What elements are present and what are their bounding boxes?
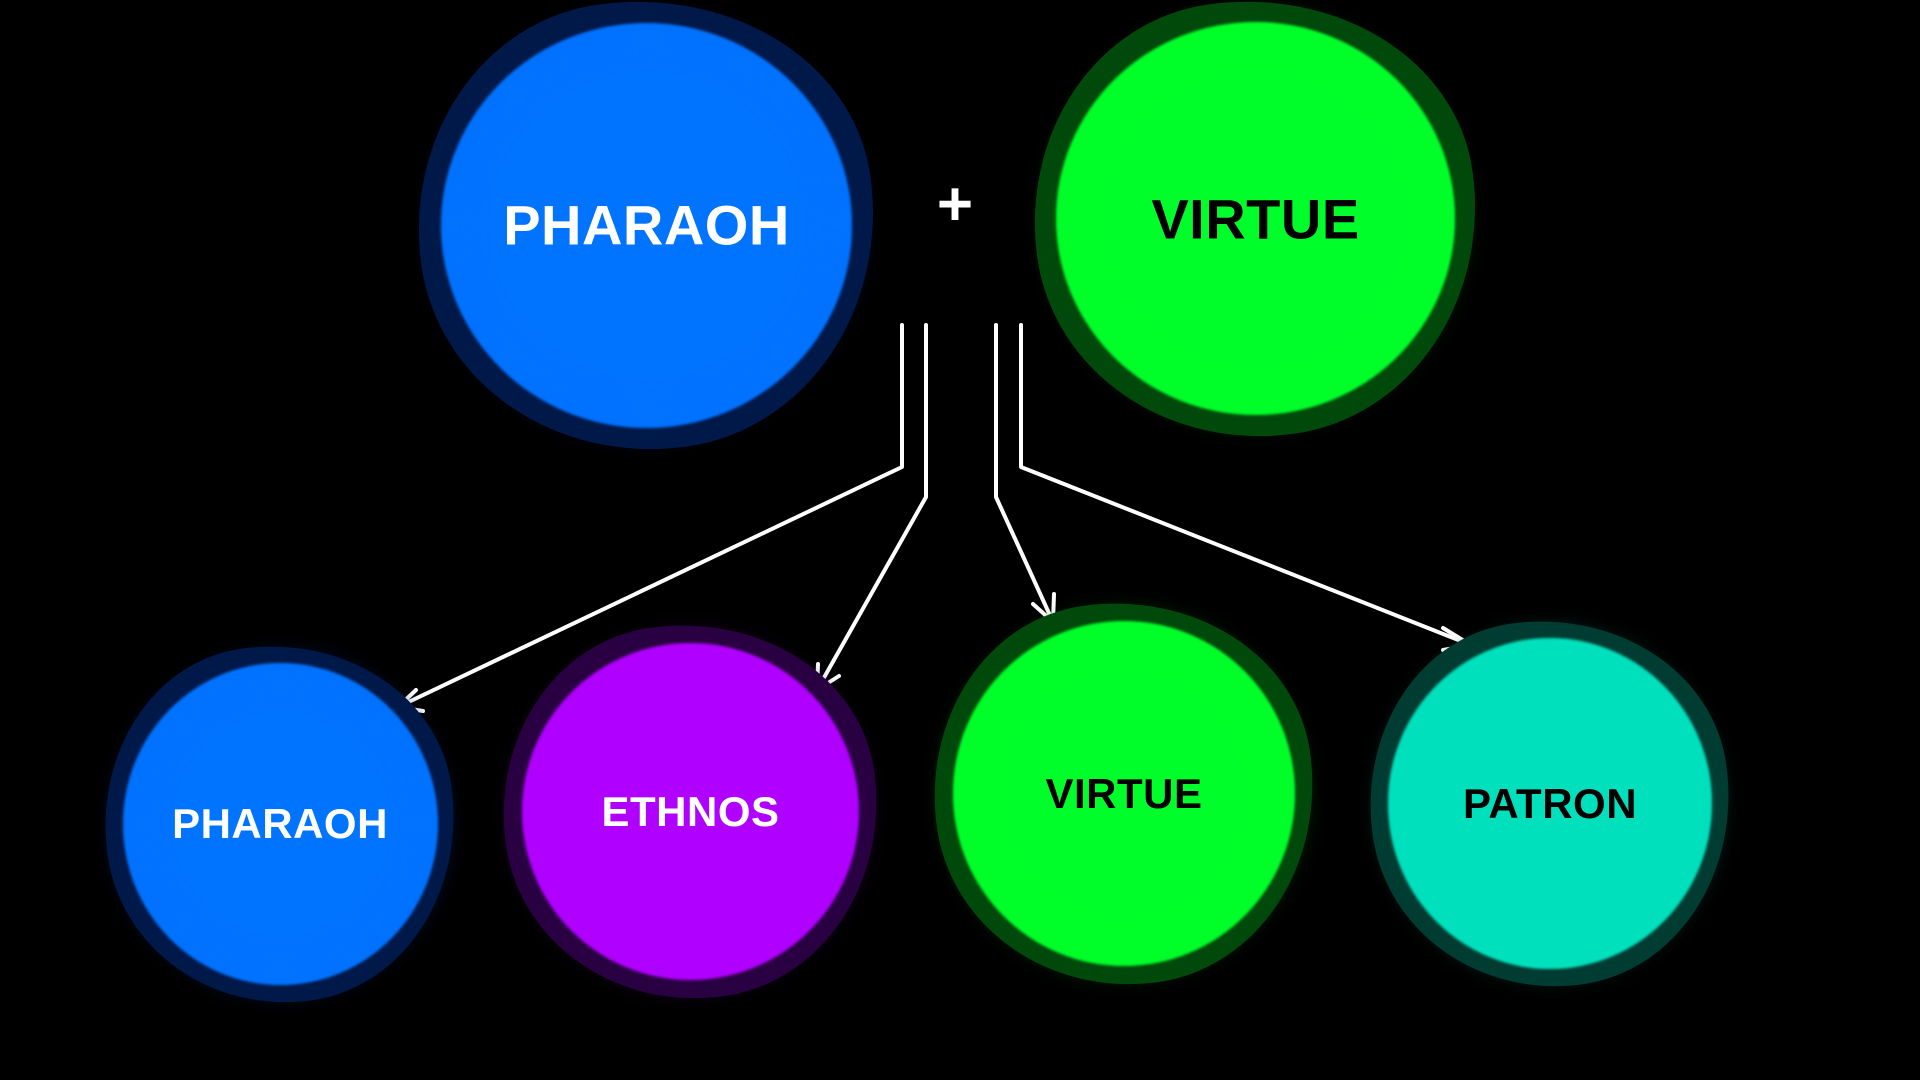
node-label: VIRTUE bbox=[1045, 769, 1203, 817]
node-label: ETHNOS bbox=[601, 787, 780, 835]
node-core bbox=[1388, 638, 1712, 969]
node-label: PATRON bbox=[1462, 779, 1638, 827]
node-ethnos: ETHNOS bbox=[478, 599, 903, 1024]
node-label: PHARAOH bbox=[503, 193, 790, 257]
node-pharaoh-parent: PHARAOH bbox=[388, 0, 905, 480]
node-label: PHARAOH bbox=[172, 800, 388, 847]
node-core bbox=[440, 22, 853, 428]
node-core bbox=[122, 662, 438, 986]
node-virtue-child: VIRTUE bbox=[909, 577, 1339, 1010]
plus-operator: + bbox=[936, 170, 974, 239]
node-virtue-parent: VIRTUE bbox=[1005, 0, 1506, 466]
node-core bbox=[521, 642, 860, 981]
node-patron: PATRON bbox=[1346, 596, 1754, 1011]
node-label: VIRTUE bbox=[1151, 187, 1360, 250]
node-core bbox=[1056, 21, 1455, 416]
node-core bbox=[953, 621, 1295, 966]
node-pharaoh-child: PHARAOH bbox=[81, 622, 479, 1026]
